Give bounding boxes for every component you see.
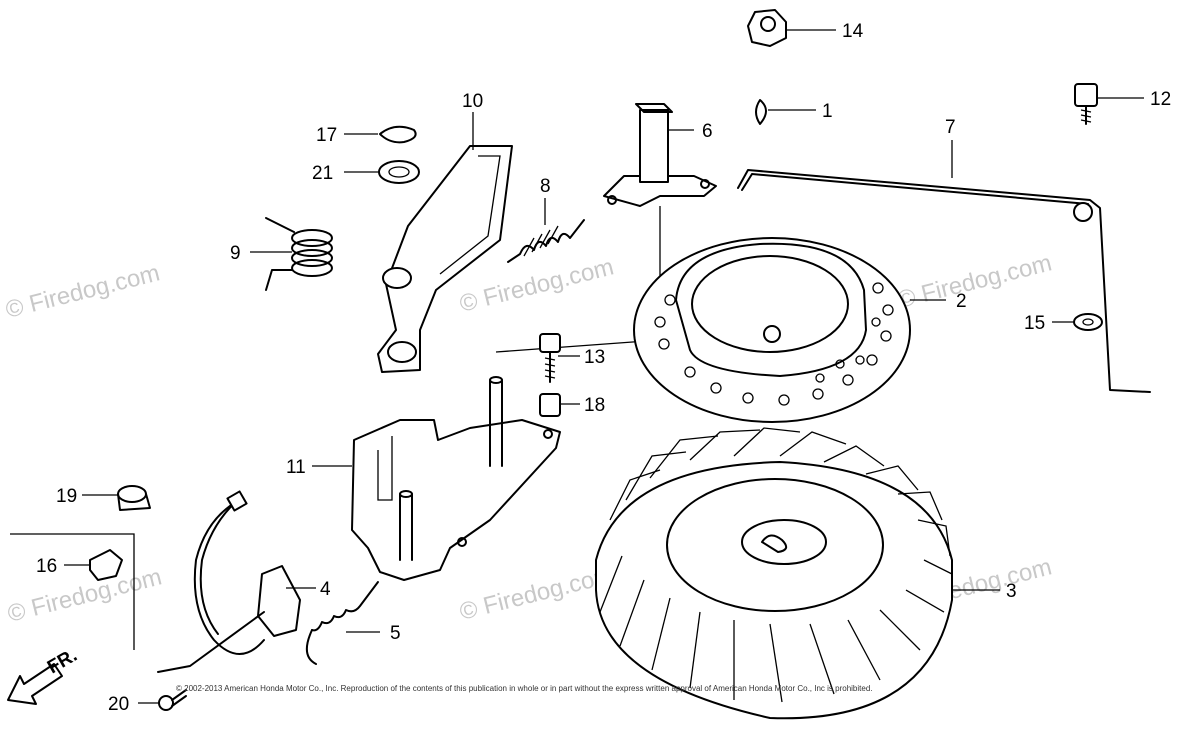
- part-base-plate: [312, 376, 561, 581]
- callout-21: 21: [312, 163, 333, 184]
- callout-13: 13: [584, 347, 605, 368]
- watermark: © Firedog.com: [895, 249, 1055, 313]
- callout-18: 18: [584, 395, 605, 416]
- callout-5: 5: [390, 623, 401, 644]
- part-ignition-wire: [157, 490, 316, 673]
- callout-3: 3: [1006, 581, 1017, 602]
- callout-10: 10: [462, 91, 483, 112]
- callout-19: 19: [56, 486, 77, 507]
- callout-11: 11: [286, 457, 306, 478]
- part-brake-arm: [377, 112, 513, 373]
- callout-8: 8: [540, 176, 551, 197]
- part-torsion-spring: [250, 217, 333, 291]
- callout-14: 14: [842, 21, 864, 42]
- callout-2: 2: [956, 291, 967, 312]
- callout-numbers: 1 2 3 4 5 6 7 8 9 10 11 12 13 14 15 16 1…: [36, 21, 1171, 715]
- callout-17: 17: [316, 125, 337, 146]
- callout-16: 16: [36, 556, 57, 577]
- part-spring-8: [507, 198, 585, 263]
- callout-1: 1: [822, 101, 833, 122]
- part-link-rod: [737, 140, 1151, 393]
- part-key: [755, 99, 816, 125]
- part-back-plate: [633, 237, 946, 423]
- callout-6: 6: [702, 121, 713, 142]
- part-screw-20: [138, 689, 187, 711]
- part-bolt-12: [1074, 83, 1144, 125]
- callout-20: 20: [108, 694, 129, 715]
- callout-12: 12: [1150, 89, 1171, 110]
- part-governor-arm: [495, 103, 717, 353]
- watermark: © Firedog.com: [457, 253, 617, 317]
- callout-7: 7: [945, 117, 956, 138]
- part-washer-15: [1052, 313, 1103, 331]
- callout-4: 4: [320, 579, 331, 600]
- part-clip-17: [344, 125, 417, 144]
- part-collar-18: [539, 393, 580, 417]
- callout-9: 9: [230, 243, 241, 264]
- part-spring-5: [305, 581, 380, 665]
- watermark: © Firedog.com: [3, 259, 163, 323]
- front-direction-arrow: FR.: [7, 645, 81, 705]
- part-clip-16: [10, 533, 135, 650]
- callout-15: 15: [1024, 313, 1045, 334]
- part-nut: [747, 9, 836, 47]
- part-clamp-19: [82, 485, 151, 511]
- part-flywheel: [595, 427, 1000, 720]
- watermark: © Firedog.com: [457, 561, 617, 625]
- part-washer-21: [344, 160, 420, 184]
- copyright-notice: © 2002-2013 American Honda Motor Co., In…: [176, 684, 873, 693]
- part-bolt-13: [539, 333, 580, 383]
- watermark: © Firedog.com: [5, 563, 165, 627]
